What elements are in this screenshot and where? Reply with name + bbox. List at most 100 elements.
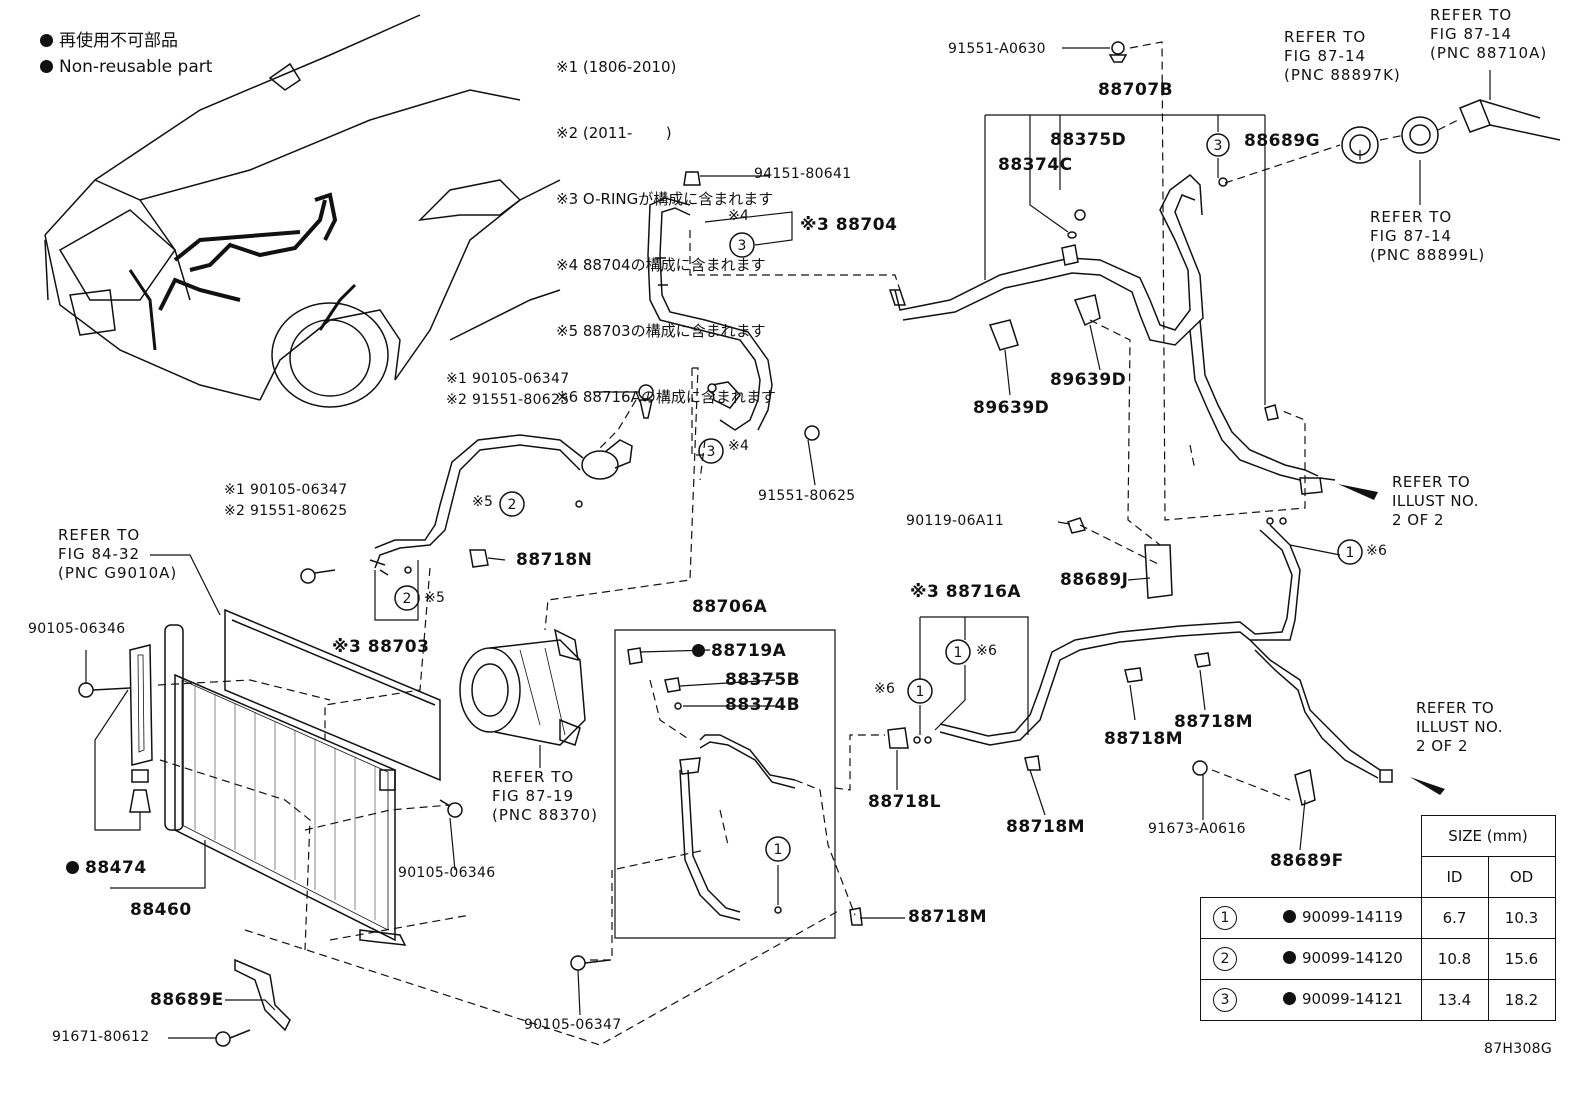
note-mark-6-c: ※6 xyxy=(874,681,896,697)
non-reusable-bullet-icon xyxy=(40,34,53,47)
size-table-od-value: 18.2 xyxy=(1487,979,1556,1021)
refer-fig-87-19: REFER TO FIG 87-19 (PNC 88370) xyxy=(492,768,598,824)
part-88374C: 88374C xyxy=(998,155,1073,175)
size-table-col-od: OD xyxy=(1487,856,1556,898)
svg-text:1: 1 xyxy=(1346,545,1355,561)
part-88718N: 88718N xyxy=(516,550,593,570)
compressor-illustration xyxy=(459,628,586,746)
part-91551-A0630: 91551-A0630 xyxy=(948,41,1046,57)
non-reusable-bullet-icon xyxy=(66,861,79,874)
legend-en-text: Non-reusable part xyxy=(59,57,213,77)
part-90105-06346-left: 90105-06346 xyxy=(28,621,126,637)
non-reusable-bullet-icon xyxy=(1283,992,1296,1005)
part-91551-80625-top: ※2 91551-80625 xyxy=(446,392,570,408)
svg-text:1: 1 xyxy=(954,645,963,661)
note-mark-6-a: ※6 xyxy=(1366,543,1388,559)
legend-en: Non-reusable part xyxy=(40,54,212,80)
note-3: ※3 O-RINGが構成に含まれます xyxy=(556,190,774,208)
part-88375B: 88375B xyxy=(725,670,801,690)
part-88707B: 88707B xyxy=(1098,80,1174,100)
car-front-illustration xyxy=(44,14,561,408)
svg-text:1: 1 xyxy=(774,842,783,858)
size-table-blank-2 xyxy=(1200,856,1421,898)
notes-block: ※1 (1806-2010) ※2 (2011- ) ※3 O-RINGが構成に… xyxy=(556,12,776,430)
refer-fig-84-32: REFER TO FIG 84-32 (PNC G9010A) xyxy=(58,526,178,582)
size-table-id-value: 6.7 xyxy=(1420,897,1489,939)
arrows xyxy=(1338,484,1445,795)
part-88716A: ※3 88716A xyxy=(910,582,1022,602)
svg-text:3: 3 xyxy=(1214,138,1223,154)
non-reusable-bullet-icon xyxy=(1283,910,1296,923)
svg-text:2: 2 xyxy=(508,497,517,513)
part-91671-80612: 91671-80612 xyxy=(52,1029,150,1045)
size-table-col-id: ID xyxy=(1420,856,1489,898)
size-table-title: SIZE (mm) xyxy=(1420,815,1556,857)
condenser-illustration xyxy=(129,608,441,1032)
part-88706A: 88706A xyxy=(692,597,768,617)
part-90105-06346-right: 90105-06346 xyxy=(398,865,496,881)
hoses-and-pipes xyxy=(369,174,1381,921)
part-88689J: 88689J xyxy=(1060,570,1129,590)
part-88474: 88474 xyxy=(66,858,147,878)
part-88375D: 88375D xyxy=(1050,130,1127,150)
diagram-code: 87H308G xyxy=(1484,1041,1553,1057)
part-88374B: 88374B xyxy=(725,695,801,715)
non-reusable-bullet-icon xyxy=(40,60,53,73)
ref-circle: 3 xyxy=(1213,988,1237,1012)
svg-text:3: 3 xyxy=(738,238,747,254)
part-88718M-lower: 88718M xyxy=(908,907,988,927)
dashed-connectors xyxy=(157,41,1459,1046)
note-2: ※2 (2011- ) xyxy=(556,124,672,142)
part-89639D-right: 89639D xyxy=(1050,370,1127,390)
part-88704: ※3 88704 xyxy=(800,215,898,235)
size-table-od-value: 15.6 xyxy=(1487,938,1556,980)
note-mark-5-b: ※5 xyxy=(424,590,446,606)
part-91551-80625: 91551-80625 xyxy=(758,488,856,504)
refer-fig-87-14-a: REFER TO FIG 87-14 (PNC 88710A) xyxy=(1430,6,1548,62)
part-90105-06347-mid: ※1 90105-06347 xyxy=(224,482,348,498)
svg-text:1: 1 xyxy=(916,684,925,700)
note-6: ※6 88716Aの構成に含まれます xyxy=(556,388,776,406)
part-88474-text: 88474 xyxy=(85,858,147,878)
part-88718L: 88718L xyxy=(868,792,941,812)
note-mark-6-b: ※6 xyxy=(976,643,998,659)
part-94151-80641: 94151-80641 xyxy=(754,166,852,182)
part-88689G: 88689G xyxy=(1244,131,1321,151)
size-table-id-value: 10.8 xyxy=(1420,938,1489,980)
size-table-part-number: 90099-14119 xyxy=(1302,908,1403,926)
part-90105-06347-bottom: 90105-06347 xyxy=(524,1017,622,1033)
part-91551-80625-mid: ※2 91551-80625 xyxy=(224,503,348,519)
note-mark-5-a: ※5 xyxy=(472,494,494,510)
fittings xyxy=(78,41,1561,1047)
size-table-part-cell: 1 90099-14119 xyxy=(1200,897,1422,939)
part-88719A-text: 88719A xyxy=(711,641,787,661)
part-88689E: 88689E xyxy=(150,990,224,1010)
size-table-subheader-row: ID OD xyxy=(1200,856,1556,898)
part-88719A: 88719A xyxy=(692,641,786,661)
circled-number-digits: 3 3 3 2 2 1 1 1 1 xyxy=(403,138,1355,858)
note-5: ※5 88703の構成に含まれます xyxy=(556,322,766,340)
non-reusable-bullet-icon xyxy=(692,644,705,657)
refer-illust-2-a: REFER TO ILLUST NO. 2 OF 2 xyxy=(1392,473,1480,529)
refer-illust-2-b: REFER TO ILLUST NO. 2 OF 2 xyxy=(1416,699,1504,755)
size-table-od-value: 10.3 xyxy=(1487,897,1556,939)
part-90105-06347-top: ※1 90105-06347 xyxy=(446,371,570,387)
refer-fig-87-14-k: REFER TO FIG 87-14 (PNC 88897K) xyxy=(1284,28,1401,84)
ref-circle: 1 xyxy=(1213,906,1237,930)
size-table-blank xyxy=(1201,816,1422,857)
note-1: ※1 (1806-2010) xyxy=(556,58,677,76)
legend-jp: 再使用不可部品 xyxy=(40,28,178,54)
part-88718M-mid-left: 88718M xyxy=(1104,729,1184,749)
part-88718M-bottom: 88718M xyxy=(1006,817,1086,837)
note-4: ※4 88704の構成に含まれます xyxy=(556,256,766,274)
note-mark-4-o-ring: ※4 xyxy=(728,438,750,454)
svg-text:2: 2 xyxy=(403,591,412,607)
part-88460: 88460 xyxy=(130,900,192,920)
legend-jp-text: 再使用不可部品 xyxy=(59,31,178,51)
size-table-part-number: 90099-14120 xyxy=(1302,949,1403,967)
